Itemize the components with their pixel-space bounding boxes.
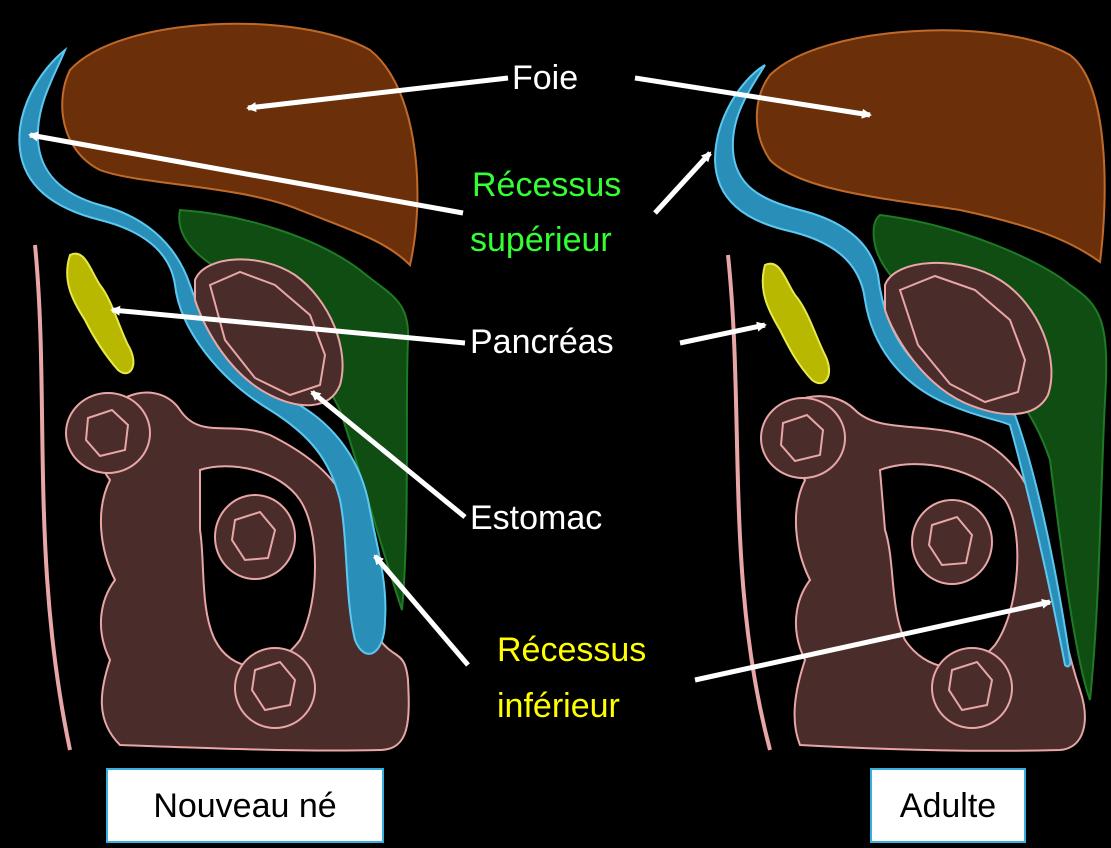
bowel-loop-right-2 — [932, 648, 1012, 728]
label-foie: Foie — [512, 58, 578, 98]
bowel-loop-left-2 — [235, 648, 315, 728]
caption-newborn-text: Nouveau né — [153, 786, 336, 826]
bowel-loop-right-1 — [912, 500, 992, 584]
bowel-loop-left-1 — [215, 495, 295, 579]
posterior-wall-left — [35, 245, 70, 750]
caption-adult: Adulte — [870, 768, 1026, 843]
newborn-section — [19, 24, 417, 751]
caption-adult-text: Adulte — [900, 786, 996, 826]
bowel-loop-left-3 — [66, 393, 150, 473]
pancreas-right — [763, 264, 829, 384]
label-recessus-inferieur-line1: Récessus — [497, 630, 646, 670]
adult-section — [715, 30, 1106, 750]
arrow-pancreas-right — [680, 325, 765, 343]
bowel-loop-right-3 — [761, 398, 845, 478]
label-recessus-superieur-line2: supérieur — [470, 220, 612, 260]
label-estomac: Estomac — [470, 498, 602, 538]
label-recessus-superieur-line1: Récessus — [472, 165, 621, 205]
label-recessus-inferieur-line2: inférieur — [497, 686, 620, 726]
label-pancreas: Pancréas — [470, 322, 614, 362]
arrow-recessus-sup-right — [655, 153, 710, 213]
caption-newborn: Nouveau né — [106, 768, 384, 843]
